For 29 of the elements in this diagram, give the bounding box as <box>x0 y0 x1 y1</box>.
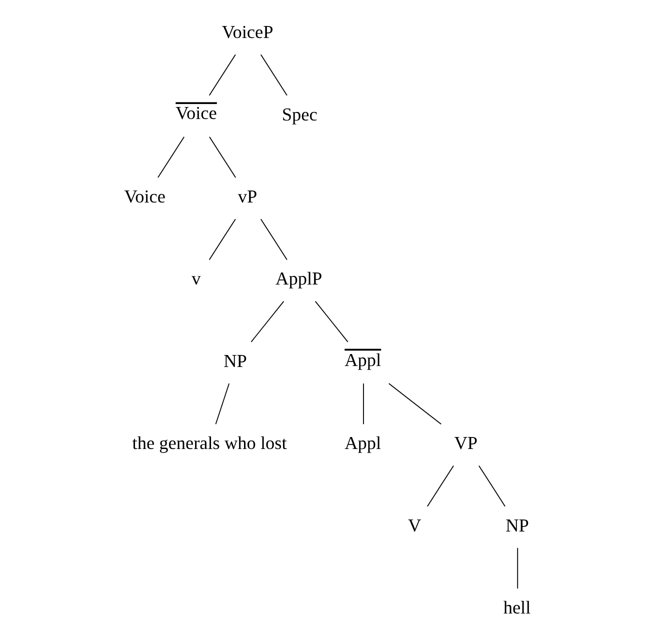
node-text: Spec <box>281 104 317 124</box>
connector <box>214 383 230 425</box>
connector <box>426 465 454 507</box>
connector <box>388 383 442 425</box>
connector <box>362 383 364 425</box>
node-text: Appl <box>344 433 381 454</box>
node-text: hell <box>502 598 530 618</box>
connector <box>208 218 236 260</box>
node-text: v <box>191 268 200 289</box>
node-text: NP <box>223 350 246 371</box>
connector <box>260 218 287 260</box>
connector <box>208 136 236 178</box>
connector <box>208 54 236 96</box>
node-text: Appl <box>344 350 381 370</box>
node-text: ApplP <box>275 268 322 289</box>
connector <box>516 547 518 590</box>
connector <box>260 54 287 96</box>
node-text: V <box>407 515 421 536</box>
connector <box>250 300 284 342</box>
node-text: VP <box>454 433 478 454</box>
node-text: Voice <box>175 103 216 124</box>
connector <box>157 136 184 178</box>
node-text: vP <box>237 186 257 207</box>
connector <box>478 465 505 507</box>
node-text: Voice <box>124 186 166 207</box>
node-text: NP <box>505 515 528 536</box>
node-text: VoiceP <box>221 22 273 42</box>
connector <box>314 300 348 342</box>
node-text: the generals who lost <box>132 433 286 454</box>
